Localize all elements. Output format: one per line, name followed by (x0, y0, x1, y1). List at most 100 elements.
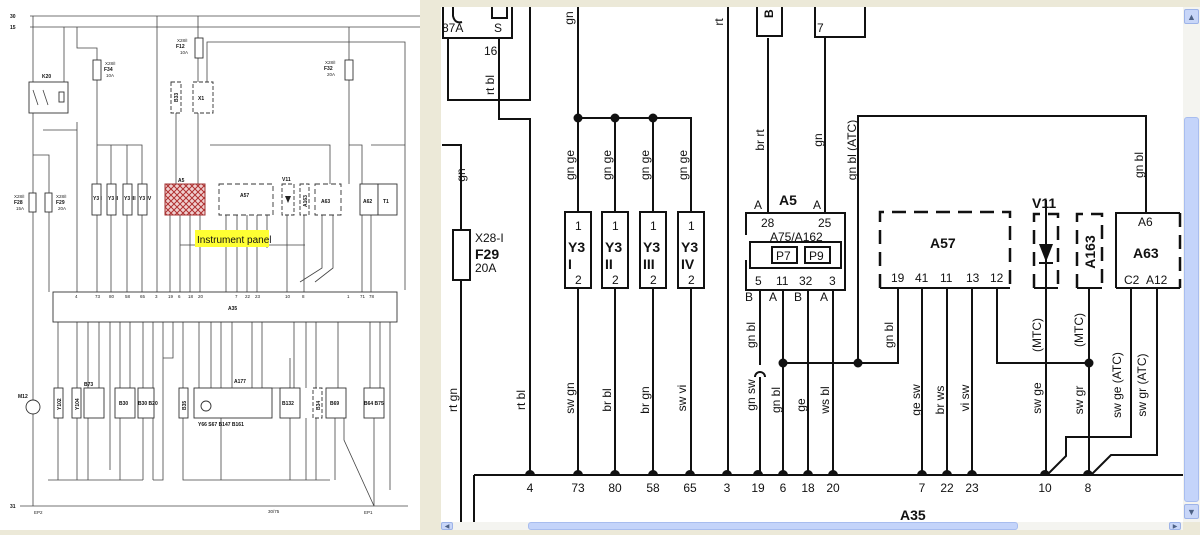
horizontal-scrollbar[interactable]: ◀ ▶ (441, 522, 1183, 530)
svg-text:A57: A57 (930, 235, 956, 251)
svg-text:Y104: Y104 (75, 398, 81, 410)
bus-pin-label: 6 (780, 481, 787, 495)
svg-text:87A: 87A (442, 21, 463, 35)
bus-pin-label: 3 (724, 481, 731, 495)
bus-pin-terminal (685, 470, 695, 475)
bus-pin-terminal (942, 470, 952, 475)
bus-pin-terminal (1083, 470, 1093, 475)
svg-text:12: 12 (990, 271, 1004, 285)
svg-text:15A: 15A (16, 206, 24, 211)
component-b64-b75: B64 B75 (363, 387, 385, 419)
svg-text:C2: C2 (1124, 273, 1140, 287)
overview-bus-pin-label: 6 (178, 294, 181, 299)
svg-text:F12: F12 (176, 44, 185, 50)
detail-diagram-panel[interactable]: 87A S 16 B 7 X28-I F29 20 (441, 7, 1183, 522)
svg-text:25: 25 (818, 216, 832, 230)
scroll-down-button[interactable]: ▼ (1184, 504, 1199, 519)
svg-text:K20: K20 (42, 74, 51, 80)
bus-pin-terminal (1040, 470, 1050, 475)
bus-pin-label: 80 (608, 481, 622, 495)
ground-ep1: EP1 (364, 510, 373, 515)
bus-pin-terminal (967, 470, 977, 475)
svg-text:X28-I: X28-I (475, 231, 504, 245)
overview-bus-pin-label: 3 (155, 294, 158, 299)
overview-bus-pin-label: 78 (369, 294, 375, 299)
component-a63: A6 A63 C2 A12 (1115, 212, 1182, 289)
wire-color-label: sw gr (1072, 386, 1086, 415)
fuse-f29: X28-I F29 20A (452, 229, 504, 281)
rail-15: 15 (10, 25, 420, 31)
svg-text:A62: A62 (363, 199, 372, 205)
svg-text:A63: A63 (1133, 245, 1159, 261)
bus-pin-terminal (722, 470, 732, 475)
svg-text:P7: P7 (776, 249, 791, 263)
component-a57: A57 (218, 183, 274, 216)
svg-text:Y66 S67 B147 B161: Y66 S67 B147 B161 (198, 422, 244, 428)
bus-pin-label: 73 (571, 481, 585, 495)
svg-text:20A: 20A (475, 261, 496, 275)
overview-bus-pin-label: 58 (125, 294, 131, 299)
vertical-scrollbar[interactable]: ▲ ▼ (1183, 7, 1200, 522)
svg-text:10A: 10A (106, 73, 114, 78)
component-b34: B34 (312, 387, 323, 419)
top-connector-b: B (756, 7, 783, 37)
wire-color-label: ws bl (818, 386, 832, 414)
wire-color-label: gn ge (563, 150, 577, 180)
svg-text:V11: V11 (282, 177, 291, 183)
valve-index: IV (681, 256, 695, 272)
svg-text:B: B (794, 290, 802, 304)
svg-text:X28/I: X28/I (325, 60, 336, 65)
wire-color-label: gn bl (ATC) (845, 120, 859, 180)
bus-pin-label: 20 (826, 481, 840, 495)
valve-y3-3: Y3 III (122, 183, 136, 216)
svg-text:A63: A63 (321, 199, 330, 205)
svg-text:M12: M12 (18, 394, 28, 400)
svg-text:A35: A35 (228, 306, 237, 312)
scroll-left-button[interactable]: ◀ (441, 522, 453, 530)
overview-bus-pin-label: 73 (95, 294, 101, 299)
scroll-right-button[interactable]: ▶ (1169, 522, 1181, 530)
component-b69: B69 (325, 387, 347, 419)
bus-pin-terminal (778, 470, 788, 475)
svg-text:B73: B73 (84, 382, 93, 388)
vertical-scroll-thumb[interactable] (1184, 117, 1199, 502)
bus-pin-terminal (573, 470, 583, 475)
bus-pin-label: 58 (646, 481, 660, 495)
component-v11: V11 (281, 177, 295, 216)
horizontal-scroll-thumb[interactable] (528, 522, 1018, 530)
overview-bus-pin-label: 8 (302, 294, 305, 299)
wire-color-label: gn (811, 133, 825, 146)
pin-top: 1 (688, 219, 695, 233)
wire-color-label: rt (712, 18, 726, 26)
wire-color-label: gn bl (1132, 152, 1146, 178)
wire-color-label: gn bl (744, 322, 758, 348)
svg-text:B34: B34 (316, 401, 322, 410)
scroll-up-button[interactable]: ▲ (1184, 9, 1199, 24)
bus-pin-label: 23 (965, 481, 979, 495)
svg-text:T1: T1 (383, 199, 389, 205)
ground-ep2: EP2 (34, 510, 43, 515)
valve-name: Y3 (681, 239, 698, 255)
wire-color-label: br gn (638, 386, 652, 413)
valve-index: II (605, 256, 613, 272)
bus-pin-terminal (828, 470, 838, 475)
wire-color-label: sw ge (ATC) (1110, 352, 1124, 418)
svg-text:11: 11 (940, 271, 953, 285)
svg-text:X28/I: X28/I (14, 194, 25, 199)
pin-bottom: 2 (650, 273, 657, 287)
instrument-cluster-a5: A5 A A 28 25 A75/A162 P7 P9 5 11 32 3 B … (744, 192, 846, 304)
wiring (442, 7, 1158, 522)
svg-text:V11: V11 (1032, 195, 1056, 211)
svg-text:F29: F29 (56, 200, 65, 206)
component-a163: A163 (1075, 212, 1104, 289)
wire-color-label: br ws (933, 386, 947, 415)
detail-schematic: 87A S 16 B 7 X28-I F29 20 (442, 7, 1183, 522)
valve-name: Y3 (643, 239, 660, 255)
svg-text:P9: P9 (809, 249, 824, 263)
svg-text:28: 28 (761, 216, 775, 230)
bus-pin-label: 7 (919, 481, 926, 495)
overview-bus-pin-label: 4 (75, 294, 78, 299)
